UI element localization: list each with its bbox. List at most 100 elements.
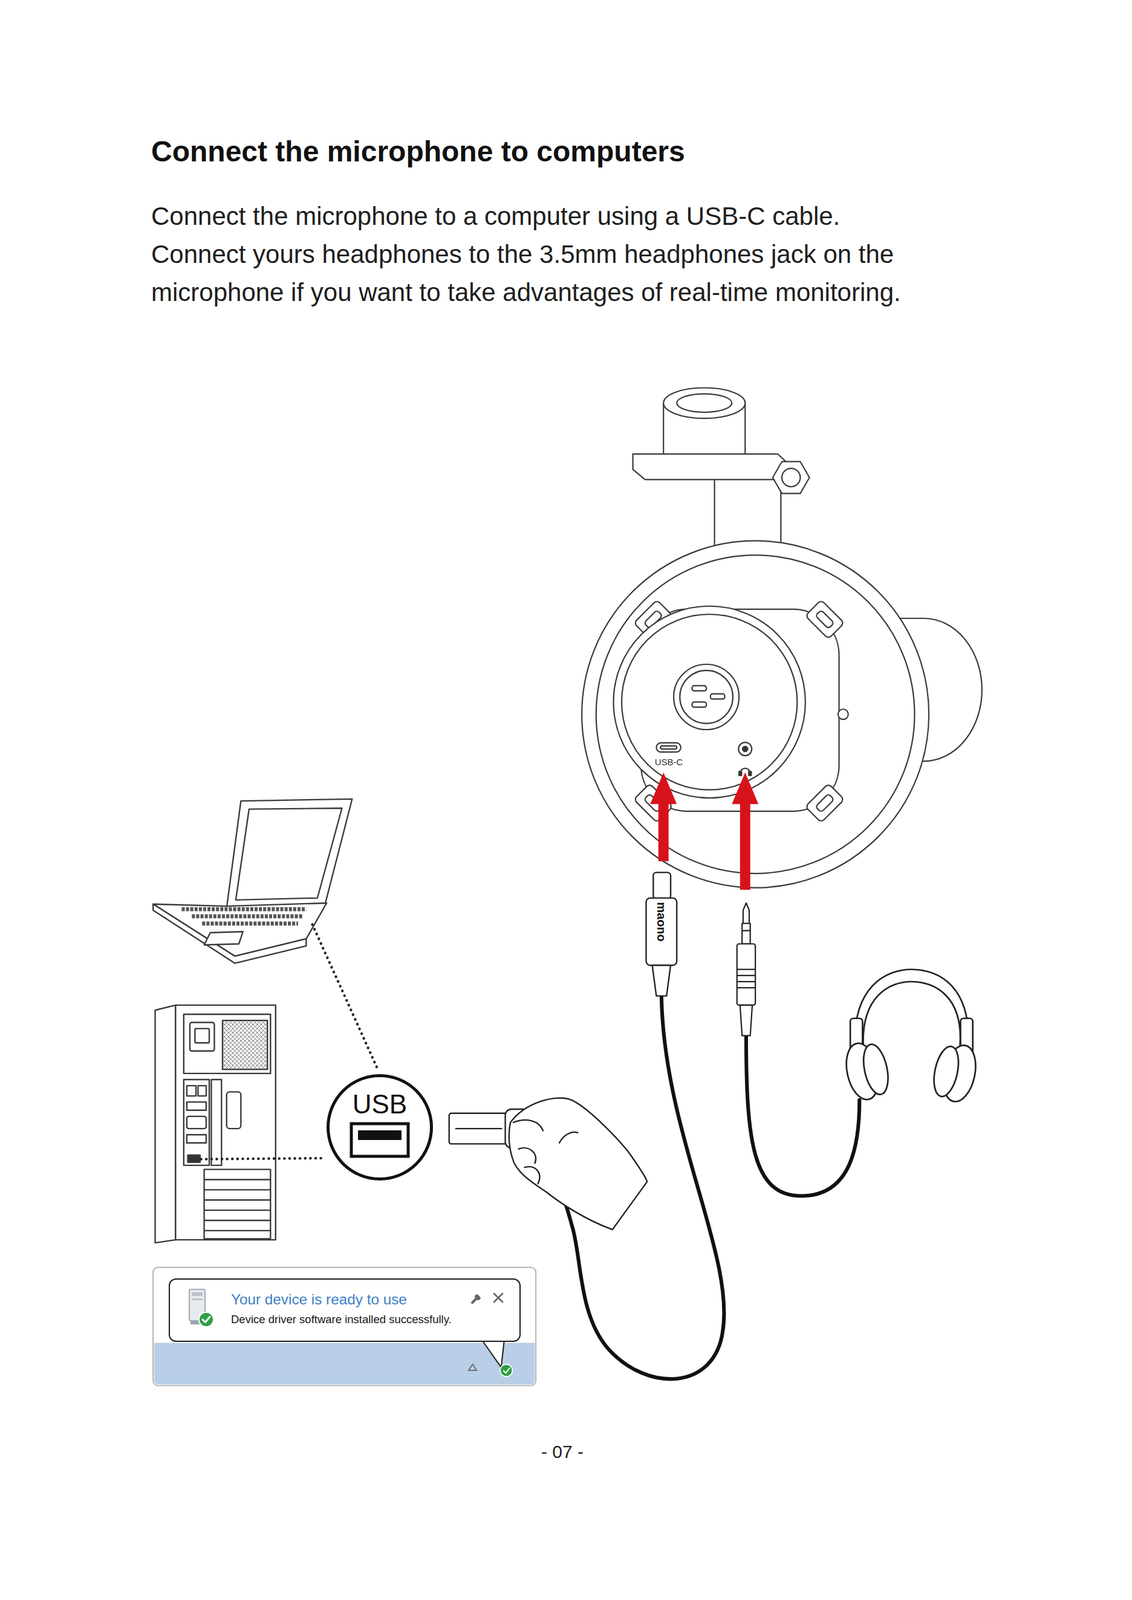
desktop-tower [188, 1155, 201, 1163]
page-title: Connect the microphone to computers [151, 134, 686, 170]
microphone-drawing [805, 783, 845, 823]
insert-arrow [658, 802, 669, 862]
audio-plug [737, 903, 756, 1036]
insert-arrow [740, 802, 751, 891]
page-number: - 07 - [501, 1441, 623, 1464]
cable [746, 1035, 860, 1197]
body-text: Connect the microphone to a computer usi… [151, 197, 1010, 236]
desktop-tower [183, 1079, 210, 1166]
microphone-drawing [738, 771, 742, 776]
microphone-drawing [815, 610, 834, 629]
laptop [204, 931, 244, 946]
hand [518, 1148, 537, 1164]
usb-c-connector [646, 872, 678, 996]
desktop-tower [183, 1014, 271, 1074]
microphone-drawing [805, 599, 845, 639]
desktop-tower [186, 1086, 196, 1097]
laptop [235, 808, 343, 901]
headphones [854, 969, 969, 1057]
laptop [181, 909, 306, 924]
audio-plug [740, 1005, 753, 1037]
headphones [862, 982, 961, 1052]
microphone-drawing [691, 685, 707, 691]
notification-panel [152, 1268, 536, 1387]
notification-panel [481, 1340, 505, 1369]
usb-c-connector [652, 965, 671, 997]
notification-panel [500, 1364, 513, 1377]
desktop-tower [204, 1170, 271, 1240]
usb-c-connector [653, 872, 671, 900]
laptop [152, 799, 352, 964]
device-icon [191, 1298, 203, 1301]
desktop-tower [226, 1092, 242, 1129]
laptop [181, 907, 306, 912]
audio-plug [737, 987, 756, 989]
microphone-drawing [838, 709, 849, 720]
microphone-drawing [748, 771, 752, 776]
dotted-lead [201, 1158, 325, 1160]
audio-plug [737, 969, 756, 971]
microphone-drawing [710, 694, 726, 700]
notification-bubble: Your device is ready to useDevice driver… [168, 1278, 521, 1343]
hand [509, 1098, 648, 1231]
device-icon [202, 1317, 210, 1324]
desktop-tower [155, 1005, 176, 1244]
microphone-drawing [805, 783, 845, 823]
notification-panel [468, 1364, 478, 1371]
desktop-tower [204, 1189, 271, 1191]
desktop-tower [155, 1005, 276, 1244]
desktop-tower [222, 1020, 268, 1070]
microphone-drawing [676, 394, 732, 413]
microphone-drawing [772, 461, 810, 495]
desktop-tower [204, 1220, 271, 1222]
desktop-tower [197, 1086, 207, 1097]
desktop-tower [204, 1179, 271, 1181]
desktop-tower [204, 1179, 271, 1231]
window-controls [468, 1289, 511, 1308]
device-icon [182, 1287, 220, 1330]
microphone-drawing [660, 746, 677, 750]
usb-a-plug [449, 1113, 509, 1145]
microphone-drawing [596, 555, 915, 874]
laptop [152, 904, 306, 964]
node-body: Device driver software installed success… [230, 1312, 513, 1328]
headphones [859, 1042, 892, 1097]
microphone-drawing [815, 793, 834, 813]
insert-arrow [650, 772, 677, 805]
microphone-drawing [613, 606, 805, 799]
body-text: Connect yours headphones to the 3.5mm he… [151, 235, 1010, 312]
notification-panel [154, 1343, 536, 1386]
usb-port-badge: USB [326, 1074, 433, 1181]
microphone-drawing [805, 599, 845, 639]
notification-panel [152, 1268, 536, 1387]
node-heading: USB [352, 1090, 407, 1119]
usb-a-plug [455, 1128, 503, 1130]
audio-plug [741, 923, 751, 945]
window-controls [494, 1294, 503, 1303]
hand [559, 1132, 578, 1144]
laptop [191, 914, 302, 920]
node-heading: Your device is ready to use [230, 1289, 513, 1310]
headphones [841, 969, 981, 1106]
headphones [930, 1044, 963, 1099]
desktop-tower [189, 1023, 215, 1052]
audio-plug [737, 944, 756, 1006]
window-controls [474, 1294, 481, 1301]
audio-plug [741, 930, 751, 932]
desktop-tower [211, 1079, 222, 1166]
hand [524, 1167, 540, 1185]
desktop-tower [186, 1116, 207, 1129]
microphone-drawing [581, 387, 983, 888]
laptop [152, 903, 327, 957]
desktop-tower [186, 1102, 207, 1111]
microphone-drawing [663, 387, 745, 419]
microphone-drawing [781, 468, 801, 487]
microphone-drawing [679, 670, 733, 724]
audio-plug [743, 903, 750, 924]
microphone-drawing [656, 743, 681, 753]
desktop-tower [204, 1199, 271, 1201]
desktop-tower [175, 1005, 276, 1241]
laptop [201, 921, 299, 926]
device-icon [198, 1312, 214, 1328]
microphone-drawing [673, 664, 739, 730]
